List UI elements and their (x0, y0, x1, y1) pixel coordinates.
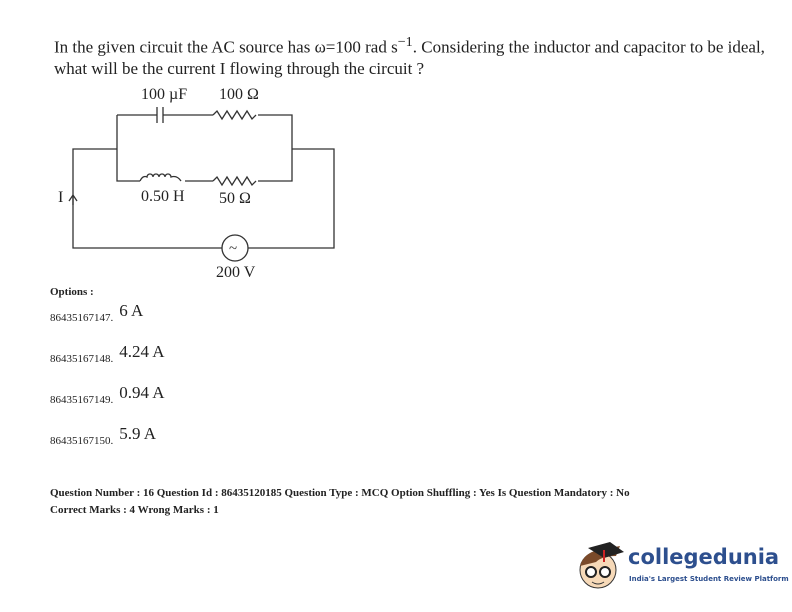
brand-tagline: India's Largest Student Review Platform (629, 575, 789, 583)
resistor-top-label: 100 Ω (219, 86, 259, 103)
current-arrow (68, 193, 78, 205)
question-text-part: . Considering the inductor and capacitor… (54, 37, 765, 78)
resistor-bottom (212, 175, 257, 187)
option-4[interactable]: 86435167150. 5.9 A (50, 424, 156, 449)
option-value: 5.9 A (119, 424, 157, 443)
mascot-logo-icon (579, 542, 624, 589)
option-2[interactable]: 86435167148. 4.24 A (50, 342, 165, 367)
question-text: In the given circuit the AC source has ω… (54, 32, 774, 79)
option-3[interactable]: 86435167149. 0.94 A (50, 383, 165, 408)
resistor-top (212, 109, 257, 121)
capacitor-label: 100 µF (141, 86, 188, 103)
option-id: 86435167147. (50, 312, 114, 324)
option-id: 86435167149. (50, 394, 114, 406)
inductor-coil (139, 173, 182, 182)
brand-name: collegedunia (628, 545, 780, 569)
marks-meta: Correct Marks : 4 Wrong Marks : 1 (50, 504, 219, 516)
option-1[interactable]: 86435167147. 6 A (50, 301, 143, 326)
options-heading: Options : (50, 286, 94, 298)
question-superscript: −1 (397, 34, 413, 50)
option-value: 0.94 A (119, 383, 165, 402)
ac-symbol: ~ (229, 241, 237, 257)
option-value: 4.24 A (119, 342, 165, 361)
option-value: 6 A (119, 301, 144, 320)
source-label: 200 V (216, 264, 256, 281)
ac-source (221, 234, 249, 262)
question-meta: Question Number : 16 Question Id : 86435… (50, 487, 630, 499)
resistor-bottom-label: 50 Ω (219, 190, 251, 207)
inductor-label: 0.50 H (141, 188, 185, 205)
circuit-diagram: ~ (68, 107, 335, 262)
capacitor-symbol (156, 107, 164, 123)
question-text-part: In the given circuit the AC source has ω… (54, 37, 398, 57)
option-id: 86435167150. (50, 435, 114, 447)
option-id: 86435167148. (50, 353, 114, 365)
current-label: I (58, 189, 64, 206)
